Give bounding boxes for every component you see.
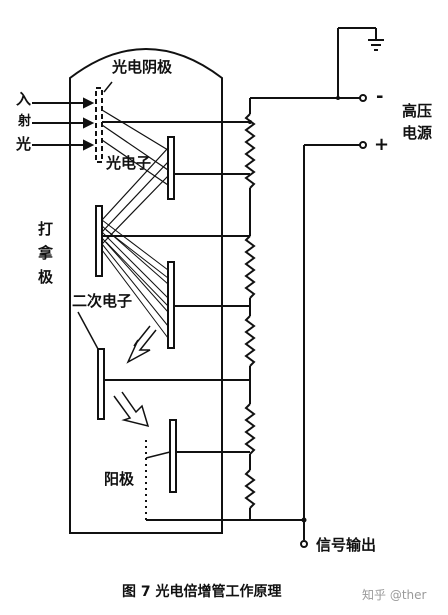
dynode-2	[95, 205, 103, 277]
voltage-divider	[244, 98, 256, 520]
dynode-label-3: 极	[38, 268, 54, 286]
incident-light-arrows	[32, 97, 95, 151]
tube-envelope	[69, 48, 223, 534]
incident-label-2: 射	[18, 114, 32, 129]
minus-label: -	[376, 86, 384, 107]
electron-fan-1	[101, 147, 169, 245]
incident-label-3: 光	[16, 135, 32, 153]
secondary-electron-arrow-1	[126, 325, 157, 364]
plus-terminal	[359, 141, 367, 149]
watermark: 知乎 @ther	[362, 588, 427, 602]
plus-label: +	[374, 134, 390, 155]
incident-label-1: 入	[16, 90, 32, 108]
hv-label-2: 电源	[402, 124, 433, 142]
photoelectrons-label: 光电子	[106, 154, 152, 172]
dynode-label-1: 打	[38, 220, 54, 238]
signal-output-terminal	[300, 540, 308, 548]
signal-output-label: 信号输出	[316, 536, 377, 554]
dynode-label-2: 拿	[38, 244, 54, 262]
electron-fan-2	[101, 219, 169, 339]
photocathode-plate	[95, 87, 103, 163]
dynode-3	[167, 261, 175, 349]
dynode-1	[167, 136, 175, 200]
photoelectron-paths	[101, 109, 169, 186]
minus-terminal	[359, 94, 367, 102]
anode-plate	[169, 419, 177, 493]
electrode-leads	[102, 121, 250, 453]
dynode-4	[97, 348, 105, 420]
figure-caption: 图 7 光电倍增管工作原理	[122, 584, 282, 600]
photocathode-label: 光电阴极	[112, 58, 173, 76]
secondary-electrons-label: 二次电子	[72, 292, 133, 310]
hv-label-1: 高压	[402, 102, 433, 120]
secondary-electron-arrow-2	[113, 391, 150, 428]
ground-symbol	[368, 39, 384, 51]
anode-label: 阳极	[104, 470, 135, 488]
